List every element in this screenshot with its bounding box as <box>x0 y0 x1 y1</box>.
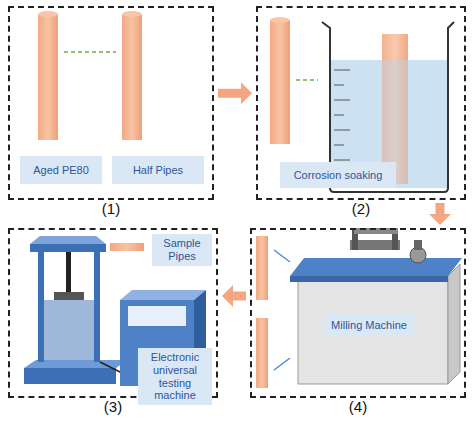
label-text: Electronic universal testing machine <box>142 351 208 402</box>
label-text: Half Pipes <box>133 164 183 177</box>
testing-machine <box>24 236 128 384</box>
label-box: Corrosion soaking <box>280 162 396 188</box>
label-box: Electronic universal testing machine <box>138 348 212 405</box>
milling-machine <box>290 228 462 384</box>
step-number: (2) <box>258 200 464 217</box>
step-number: (1) <box>10 200 212 217</box>
arrow-shaft <box>436 203 445 214</box>
label-text: Milling Machine <box>331 319 407 332</box>
step-panel: (4)Milling Machine <box>250 228 466 398</box>
arrow-head <box>241 82 252 104</box>
label-text: Sample Pipes <box>156 237 208 262</box>
flow-arrow <box>222 285 246 307</box>
label-text: Aged PE80 <box>33 164 89 177</box>
label-box: Half Pipes <box>112 156 204 184</box>
label-text: Corrosion soaking <box>294 169 383 182</box>
step-panel: (2)Corrosion soaking <box>256 6 466 200</box>
arrow-head <box>222 285 233 307</box>
pipe <box>270 17 290 144</box>
label-box: Aged PE80 <box>20 156 102 184</box>
flow-arrow <box>429 203 451 225</box>
label-box: Sample Pipes <box>152 234 212 266</box>
arrow-head <box>429 214 451 225</box>
step-panel: (3)Sample PipesElectronic universal test… <box>8 228 218 398</box>
pipe <box>256 236 290 388</box>
label-box: Milling Machine <box>324 314 414 336</box>
dash-line <box>64 51 116 53</box>
pipe <box>38 11 142 140</box>
sample-pipe <box>110 243 144 251</box>
dash-line <box>296 79 318 81</box>
step-number: (4) <box>252 398 464 415</box>
flow-arrow <box>218 82 252 104</box>
arrow-shaft <box>218 89 241 98</box>
step-panel: (1)Aged PE80Half Pipes <box>8 6 214 200</box>
arrow-shaft <box>233 292 246 301</box>
